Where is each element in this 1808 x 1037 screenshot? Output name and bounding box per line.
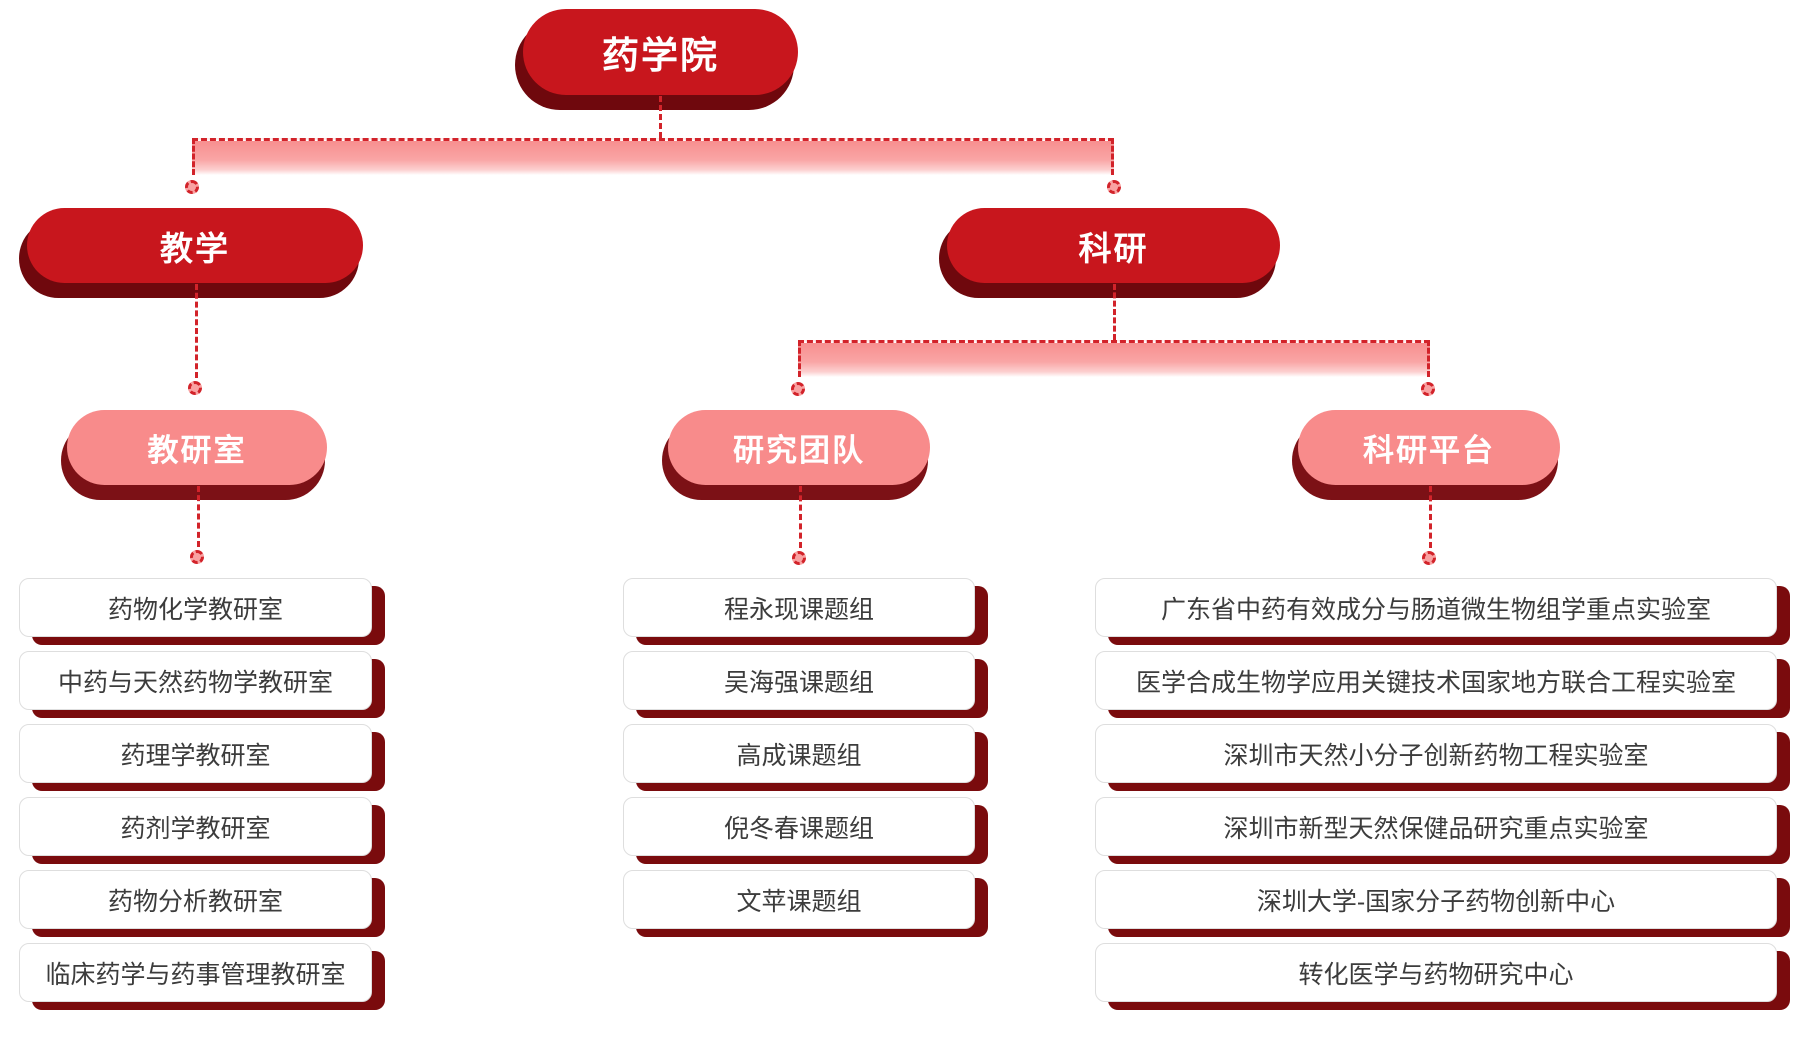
node-research-platforms: 科研平台: [1298, 410, 1560, 485]
connector-line: [799, 486, 802, 548]
connector-dot: [190, 550, 204, 564]
research-platforms-list: 广东省中药有效成分与肠道微生物组学重点实验室 医学合成生物学应用关键技术国家地方…: [1095, 578, 1777, 1016]
list-item: 广东省中药有效成分与肠道微生物组学重点实验室: [1095, 578, 1777, 637]
list-item: 文苹课题组: [623, 870, 975, 929]
list-item: 转化医学与药物研究中心: [1095, 943, 1777, 1002]
list-item: 药理学教研室: [19, 724, 372, 783]
connector-line: [195, 284, 198, 378]
list-item: 临床药学与药事管理教研室: [19, 943, 372, 1002]
list-item: 医学合成生物学应用关键技术国家地方联合工程实验室: [1095, 651, 1777, 710]
connector-dot: [791, 382, 805, 396]
list-item: 程永现课题组: [623, 578, 975, 637]
node-teaching-offices-label: 教研室: [147, 433, 247, 468]
connector-dot: [188, 381, 202, 395]
node-teaching: 教学: [27, 208, 363, 283]
connector-line: [1429, 486, 1432, 548]
connector-dot: [1421, 382, 1435, 396]
connector-line: [1113, 284, 1116, 340]
connector-bar: [798, 340, 1430, 377]
node-research: 科研: [947, 208, 1280, 283]
research-teams-list: 程永现课题组 吴海强课题组 高成课题组 倪冬春课题组 文苹课题组: [623, 578, 975, 943]
list-item: 药物化学教研室: [19, 578, 372, 637]
teaching-offices-list: 药物化学教研室 中药与天然药物学教研室 药理学教研室 药剂学教研室 药物分析教研…: [19, 578, 372, 1016]
node-research-label: 科研: [1078, 229, 1149, 267]
list-item: 深圳市天然小分子创新药物工程实验室: [1095, 724, 1777, 783]
connector-line: [197, 486, 200, 547]
connector-bar: [192, 138, 1114, 175]
node-research-teams-label: 研究团队: [733, 433, 865, 468]
list-item: 深圳市新型天然保健品研究重点实验室: [1095, 797, 1777, 856]
list-item: 药物分析教研室: [19, 870, 372, 929]
list-item: 深圳大学-国家分子药物创新中心: [1095, 870, 1777, 929]
connector-dot: [1107, 180, 1121, 194]
connector-dot: [185, 180, 199, 194]
list-item: 中药与天然药物学教研室: [19, 651, 372, 710]
node-root: 药学院: [523, 9, 798, 95]
connector-dot: [792, 551, 806, 565]
list-item: 高成课题组: [623, 724, 975, 783]
node-research-platforms-label: 科研平台: [1363, 433, 1495, 468]
node-teaching-label: 教学: [160, 229, 230, 267]
list-item: 药剂学教研室: [19, 797, 372, 856]
node-teaching-offices: 教研室: [67, 410, 327, 485]
connector-line: [659, 96, 662, 138]
list-item: 吴海强课题组: [623, 651, 975, 710]
node-research-teams: 研究团队: [668, 410, 930, 485]
node-root-label: 药学院: [602, 35, 719, 76]
connector-dot: [1422, 551, 1436, 565]
list-item: 倪冬春课题组: [623, 797, 975, 856]
